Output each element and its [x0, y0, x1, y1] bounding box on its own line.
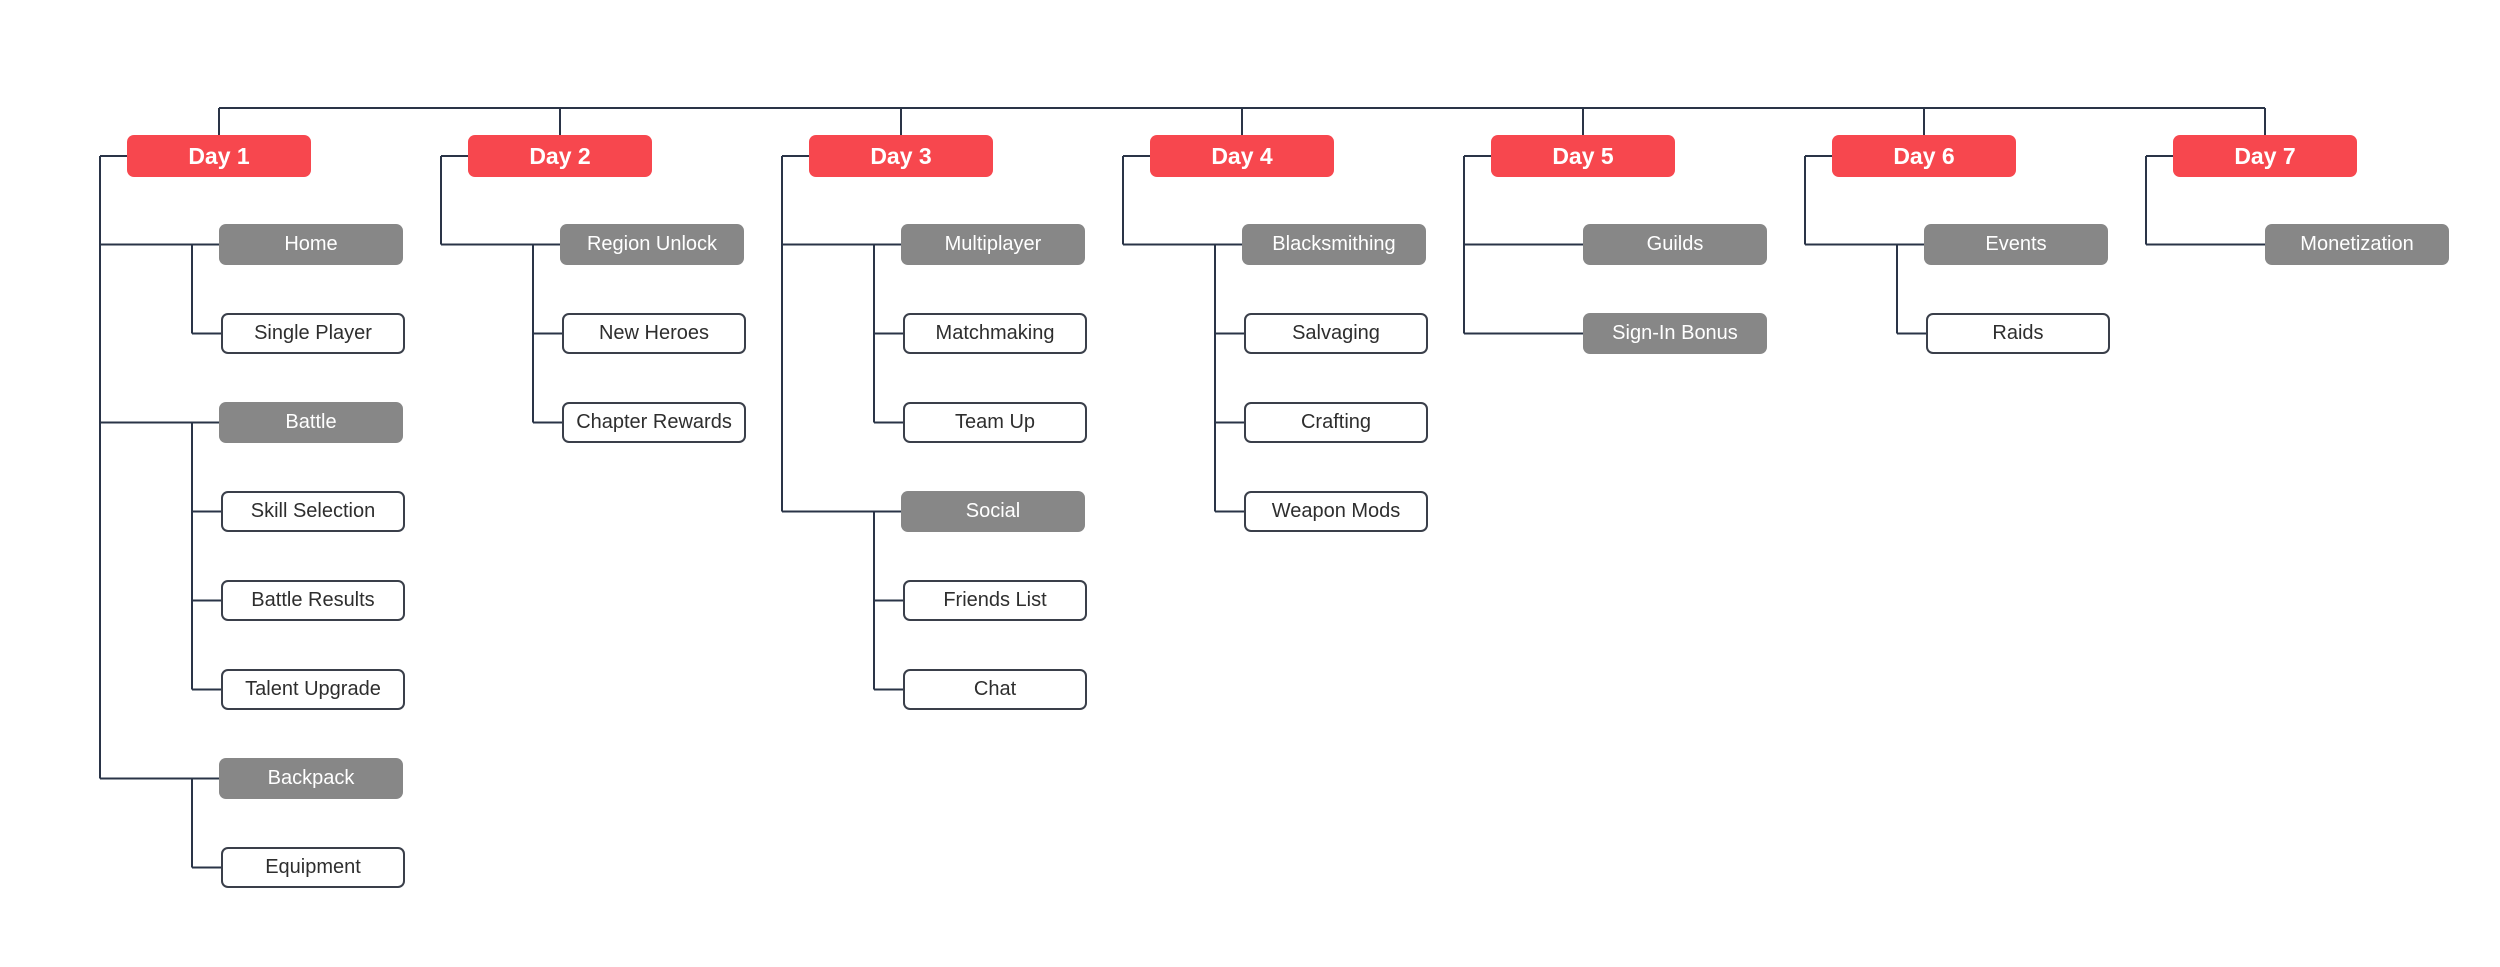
- weapon-mods-node: Weapon Mods: [1244, 491, 1428, 532]
- battle-results-node: Battle Results: [221, 580, 405, 621]
- day-3-node: Day 3: [809, 135, 993, 177]
- home-node: Home: [219, 224, 403, 265]
- chat-node: Chat: [903, 669, 1087, 710]
- monetization-node: Monetization: [2265, 224, 2449, 265]
- day-5-node: Day 5: [1491, 135, 1675, 177]
- team-up-node: Team Up: [903, 402, 1087, 443]
- chapter-rewards-node: Chapter Rewards: [562, 402, 746, 443]
- skill-selection-node: Skill Selection: [221, 491, 405, 532]
- equipment-node: Equipment: [221, 847, 405, 888]
- day-6-node: Day 6: [1832, 135, 2016, 177]
- backpack-node: Backpack: [219, 758, 403, 799]
- sign-in-bonus-node: Sign-In Bonus: [1583, 313, 1767, 354]
- day-1-node: Day 1: [127, 135, 311, 177]
- day-4-node: Day 4: [1150, 135, 1334, 177]
- blacksmithing-node: Blacksmithing: [1242, 224, 1426, 265]
- salvaging-node: Salvaging: [1244, 313, 1428, 354]
- new-heroes-node: New Heroes: [562, 313, 746, 354]
- raids-node: Raids: [1926, 313, 2110, 354]
- guilds-node: Guilds: [1583, 224, 1767, 265]
- single-player-node: Single Player: [221, 313, 405, 354]
- day-7-node: Day 7: [2173, 135, 2357, 177]
- social-node: Social: [901, 491, 1085, 532]
- matchmaking-node: Matchmaking: [903, 313, 1087, 354]
- day-2-node: Day 2: [468, 135, 652, 177]
- battle-node: Battle: [219, 402, 403, 443]
- events-node: Events: [1924, 224, 2108, 265]
- region-unlock-node: Region Unlock: [560, 224, 744, 265]
- talent-upgrade-node: Talent Upgrade: [221, 669, 405, 710]
- friends-list-node: Friends List: [903, 580, 1087, 621]
- multiplayer-node: Multiplayer: [901, 224, 1085, 265]
- crafting-node: Crafting: [1244, 402, 1428, 443]
